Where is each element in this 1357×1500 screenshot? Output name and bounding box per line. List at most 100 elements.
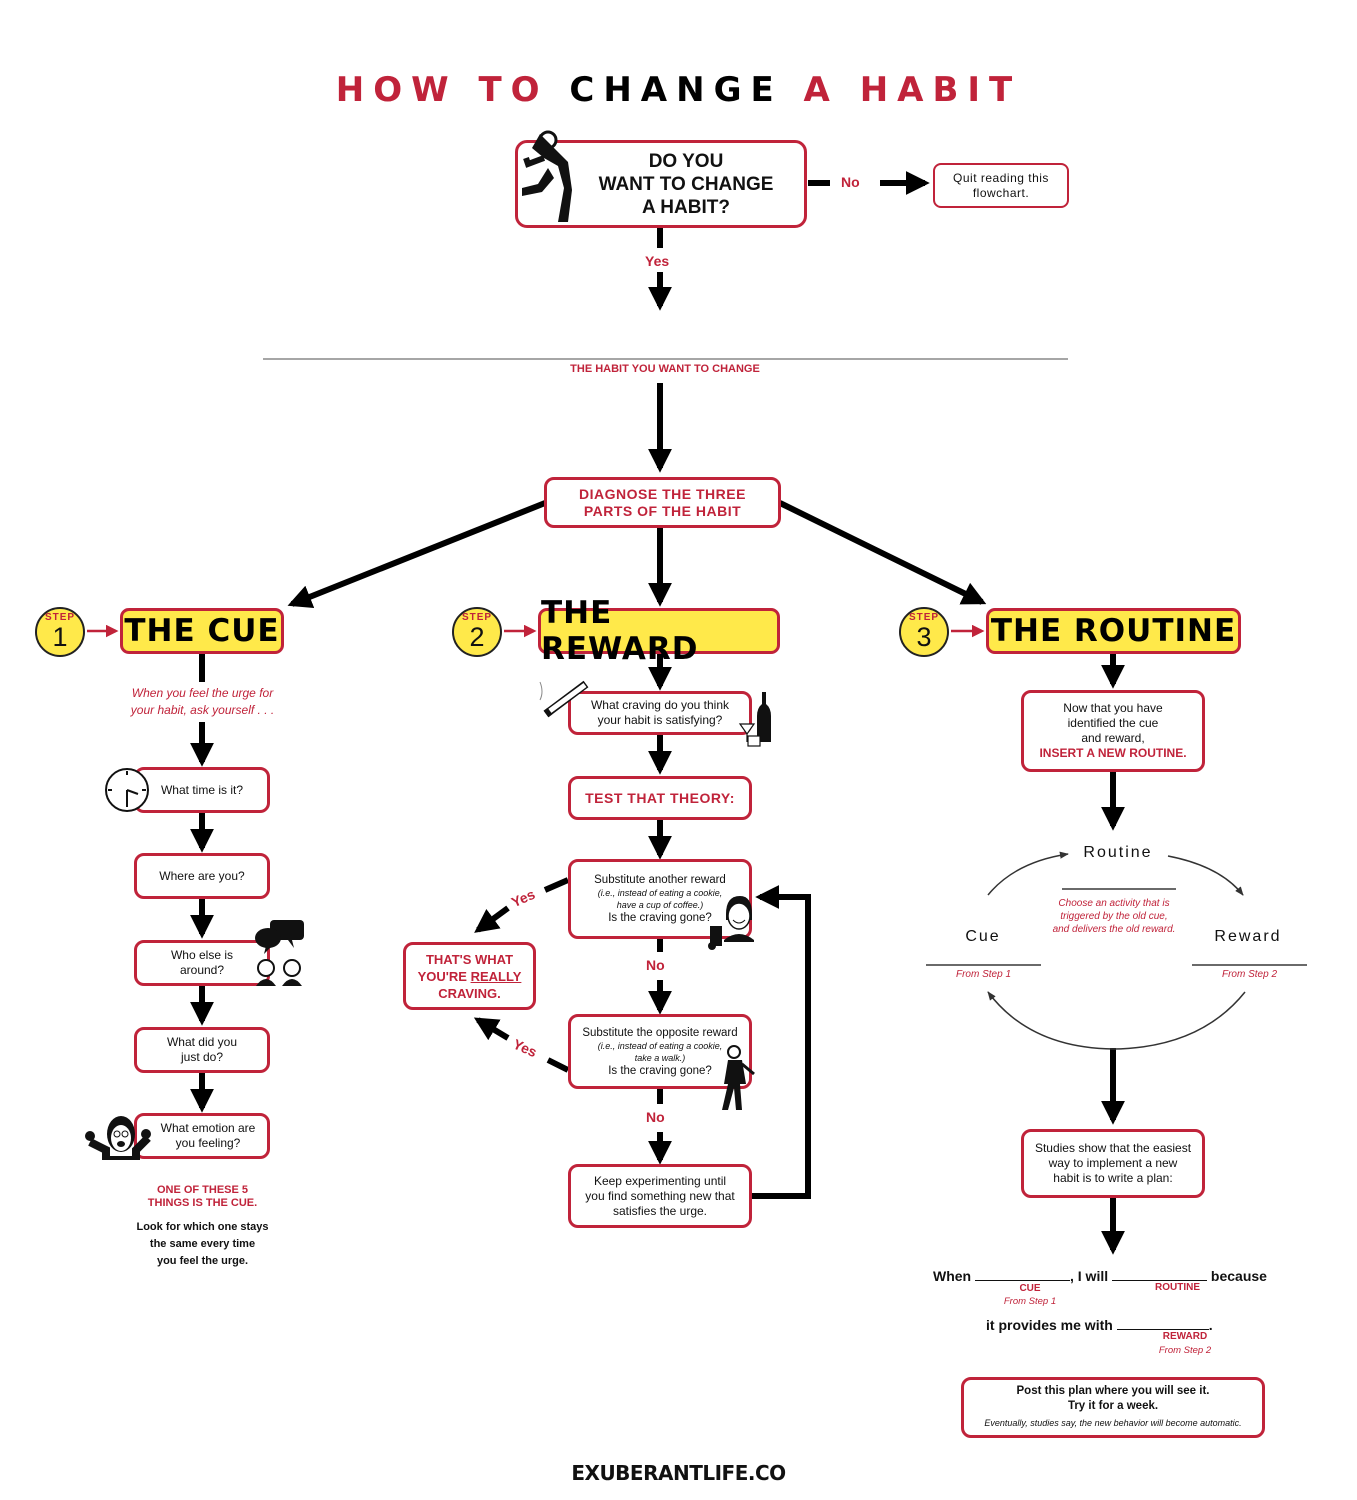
loop-arc-cue-to-routine bbox=[987, 851, 1069, 896]
quit-line-2: flowchart. bbox=[972, 185, 1030, 200]
cue-conclusion-red: ONE OF THESE 5 THINGS IS THE CUE. bbox=[110, 1184, 295, 1210]
sub-example: have a cup of coffee.) bbox=[616, 900, 704, 910]
drinks-icon bbox=[738, 692, 771, 747]
cue-question-time: What time is it? bbox=[134, 767, 270, 813]
post-note: Eventually, studies say, the new behavio… bbox=[984, 1418, 1242, 1428]
keep-line: you find something new that bbox=[585, 1188, 735, 1203]
really-craving-box: THAT'S WHAT YOU'RE REALLY CRAVING. bbox=[403, 942, 536, 1010]
quit-reading-box[interactable]: Quit reading this flowchart. bbox=[933, 163, 1069, 208]
really-emphasis: REALLY bbox=[470, 968, 522, 984]
coffee-drinker-icon bbox=[708, 896, 754, 950]
cue-question-text: What emotion are bbox=[160, 1121, 256, 1135]
post-line: Post this plan where you will see it. bbox=[1016, 1385, 1210, 1397]
loop-reward-note: From Step 2 bbox=[1221, 969, 1278, 980]
cue-question-text: What time is it? bbox=[160, 782, 244, 797]
really-line-2: YOU'RE REALLY bbox=[418, 968, 522, 985]
question-line-2: WANT TO CHANGE bbox=[598, 173, 774, 195]
really-line-2a: YOU'RE bbox=[417, 968, 471, 984]
clock-icon bbox=[105, 768, 149, 812]
conclusion-line: THINGS IS THE CUE. bbox=[147, 1197, 258, 1209]
no-label-1: No bbox=[646, 957, 665, 973]
title-part-1: HOW TO bbox=[335, 70, 549, 110]
yes-label-1: Yes bbox=[508, 885, 538, 911]
no-label-2: No bbox=[646, 1109, 665, 1125]
routine-note-line: Choose an activity that is bbox=[1058, 898, 1170, 909]
cue-intro: When you feel the urge for your habit, a… bbox=[110, 685, 295, 719]
cue-intro-line-1: When you feel the urge for bbox=[131, 686, 274, 700]
step-3-badge: STEP 3 bbox=[899, 607, 949, 657]
diagnose-line-2: PARTS OF THE HABIT bbox=[583, 502, 742, 519]
diagnose-to-cue-arrow bbox=[287, 500, 547, 609]
cue-question-text: around? bbox=[179, 963, 225, 977]
substitute-opposite-box: Substitute the opposite reward (i.e., in… bbox=[568, 1014, 752, 1089]
cue-question-people: Who else is around? bbox=[134, 940, 270, 986]
routine-note-line: and delivers the old reward. bbox=[1052, 924, 1176, 935]
footer-site[interactable]: EXUBERANTLIFE.CO bbox=[571, 1461, 786, 1485]
step-number: 3 bbox=[916, 622, 932, 652]
loop-arc-reward-to-cue bbox=[987, 991, 1246, 1050]
plan-routine-blank[interactable] bbox=[1112, 1266, 1208, 1281]
routine-note-line: triggered by the old cue, bbox=[1060, 911, 1168, 922]
question-line-3: A HABIT? bbox=[642, 196, 730, 218]
plan-reward-from: From Step 2 bbox=[1158, 1345, 1212, 1356]
plan-sentence-line-2: it provides me with . bbox=[986, 1315, 1213, 1333]
step-2-badge: STEP 2 bbox=[452, 607, 502, 657]
keep-line: Keep experimenting until bbox=[593, 1173, 727, 1188]
sub-question: Is the craving gone? bbox=[608, 912, 712, 924]
loop-arc-routine-to-reward bbox=[1167, 855, 1244, 896]
cue-question-text: you feeling? bbox=[175, 1136, 241, 1150]
studies-line: way to implement a new bbox=[1048, 1156, 1178, 1170]
post-plan-box: Post this plan where you will see it. Tr… bbox=[961, 1377, 1265, 1438]
plan-cue-label: CUE bbox=[1019, 1283, 1041, 1294]
insert-line: identified the cue bbox=[1067, 716, 1159, 730]
insert-line: and reward, bbox=[1081, 731, 1145, 745]
question-line-1: DO YOU bbox=[648, 150, 724, 172]
plan-because: because bbox=[1210, 1268, 1267, 1284]
cigarette-icon bbox=[539, 680, 589, 718]
no-label: No bbox=[841, 174, 860, 190]
diagnose-box: DIAGNOSE THE THREE PARTS OF THE HABIT bbox=[544, 477, 781, 528]
diagnose-to-routine-arrow bbox=[778, 500, 987, 605]
title-part-3: A HABIT bbox=[803, 70, 1022, 110]
walking-man-icon bbox=[722, 1045, 755, 1110]
plan-sentence-line-1: When , I will because bbox=[933, 1266, 1267, 1284]
yes-label: Yes bbox=[645, 253, 670, 269]
title-part-2: CHANGE bbox=[569, 70, 783, 110]
test-theory-text: TEST THAT THEORY: bbox=[585, 789, 735, 806]
quit-line-1: Quit reading this bbox=[953, 170, 1049, 185]
cue-question-emotion: What emotion are you feeling? bbox=[134, 1113, 270, 1159]
cue-question-text: Where are you? bbox=[159, 868, 245, 883]
plan-cue-blank[interactable] bbox=[975, 1266, 1070, 1281]
step-number: 1 bbox=[52, 622, 68, 652]
plan-reward-blank[interactable] bbox=[1116, 1315, 1209, 1330]
cue-question-text: Who else is bbox=[170, 948, 234, 962]
studies-box: Studies show that the easiest way to imp… bbox=[1021, 1129, 1205, 1198]
sub-title: Substitute another reward bbox=[594, 874, 726, 886]
loop-cue-label: Cue bbox=[965, 928, 1001, 945]
conclusion-line: the same every time bbox=[149, 1238, 256, 1250]
plan-routine-label: ROUTINE bbox=[1155, 1282, 1200, 1293]
keep-experimenting-loop bbox=[752, 885, 811, 1199]
people-talking-icon bbox=[255, 920, 304, 986]
loop-reward-label: Reward bbox=[1214, 928, 1282, 945]
post-line: Try it for a week. bbox=[1067, 1400, 1159, 1412]
the-reward-header: THE REWARD bbox=[538, 595, 780, 667]
sub-example: (i.e., instead of eating a cookie, bbox=[597, 888, 723, 898]
step-word: STEP bbox=[44, 612, 76, 623]
substitute-another-box: Substitute another reward (i.e., instead… bbox=[568, 859, 752, 939]
dancing-man-icon bbox=[522, 130, 572, 222]
habit-line-label: THE HABIT YOU WANT TO CHANGE bbox=[570, 363, 760, 375]
sub-example: (i.e., instead of eating a cookie, bbox=[597, 1040, 723, 1051]
plan-provides: it provides me with bbox=[986, 1317, 1113, 1333]
step-word: STEP bbox=[908, 612, 940, 623]
loop-routine-note: Choose an activity that is triggered by … bbox=[1030, 897, 1198, 936]
conclusion-line: ONE OF THESE 5 bbox=[156, 1184, 249, 1196]
sub-example: take a walk.) bbox=[634, 1052, 686, 1063]
cue-intro-line-2: your habit, ask yourself . . . bbox=[130, 703, 275, 717]
conclusion-line: you feel the urge. bbox=[156, 1255, 249, 1267]
insert-routine-red: INSERT A NEW ROUTINE. bbox=[1039, 746, 1187, 760]
keep-experimenting-box: Keep experimenting until you find someth… bbox=[568, 1164, 752, 1228]
conclusion-line: Look for which one stays bbox=[136, 1221, 269, 1233]
test-theory-box: TEST THAT THEORY: bbox=[568, 776, 752, 820]
scared-face-icon bbox=[85, 1116, 151, 1160]
